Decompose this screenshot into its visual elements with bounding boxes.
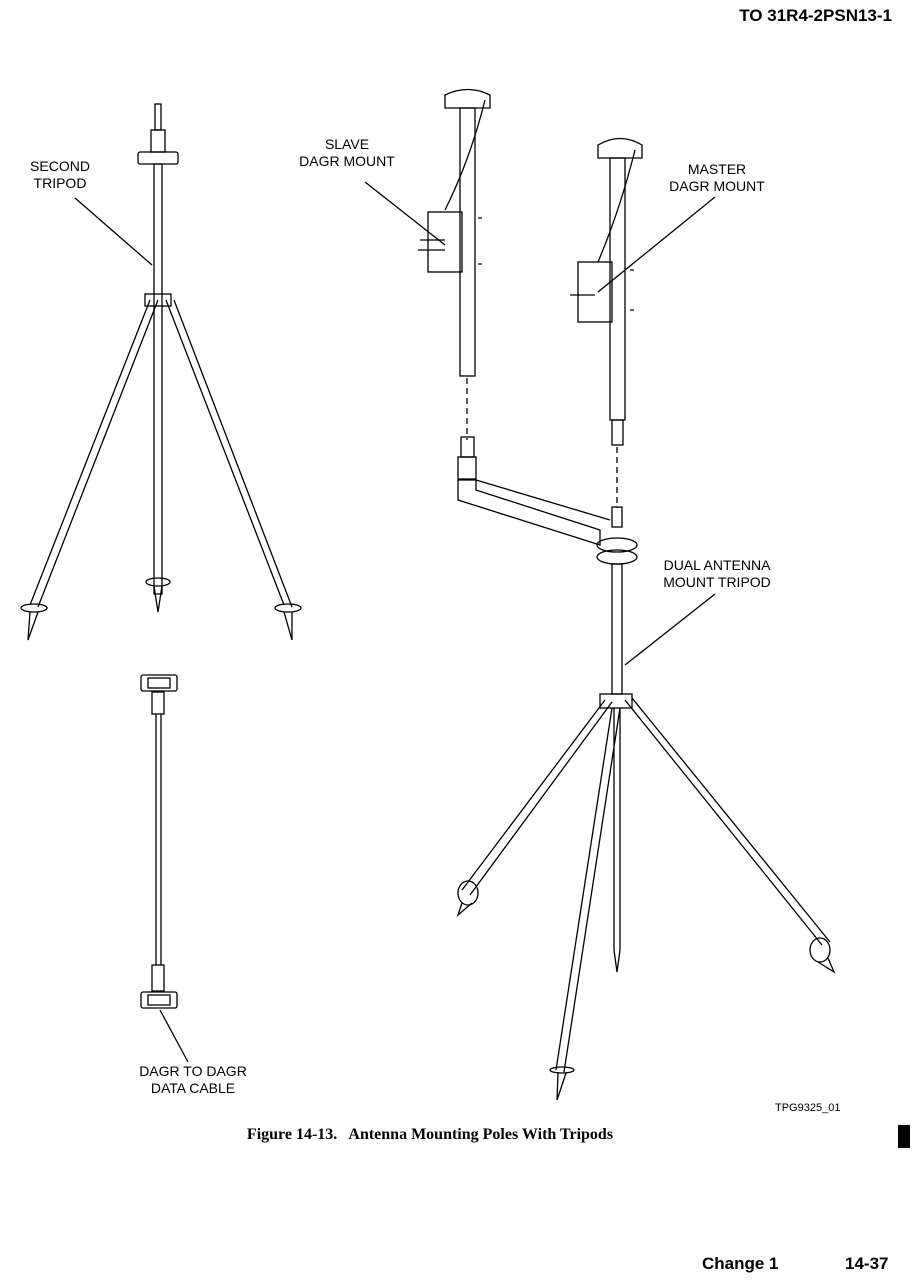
label-line: SECOND <box>30 158 90 174</box>
label-second-tripod: SECOND TRIPOD <box>22 158 98 192</box>
change-number: Change 1 <box>702 1254 779 1273</box>
label-line: MOUNT TRIPOD <box>663 574 771 590</box>
label-line: DAGR MOUNT <box>299 153 395 169</box>
label-line: MASTER <box>687 161 747 177</box>
page-number: 14-37 <box>845 1254 889 1273</box>
label-line: DAGR TO DAGR <box>139 1063 247 1079</box>
label-line: SLAVE <box>324 136 370 152</box>
drawing-code: TPG9325_01 <box>775 1102 841 1114</box>
label-master-dagr-mount: MASTER DAGR MOUNT <box>662 161 772 195</box>
label-line: DUAL ANTENNA <box>663 557 771 573</box>
slave-pole-drawing <box>364 88 491 440</box>
label-slave-dagr-mount: SLAVE DAGR MOUNT <box>292 136 402 170</box>
dual-tripod-drawing <box>456 436 836 1101</box>
label-line: DATA CABLE <box>150 1080 236 1096</box>
second-tripod-drawing <box>20 103 302 641</box>
label-dagr-data-cable: DAGR TO DAGR DATA CABLE <box>130 1063 256 1097</box>
label-line: TRIPOD <box>33 175 87 191</box>
label-line: DAGR MOUNT <box>669 178 765 194</box>
master-pole-drawing <box>570 137 716 508</box>
change-bar <box>898 1125 910 1148</box>
document-number: TO 31R4-2PSN13-1 <box>739 6 892 25</box>
data-cable-drawing <box>140 674 189 1063</box>
figure-caption: Figure 14-13. Antenna Mounting Poles Wit… <box>246 1126 614 1143</box>
label-dual-antenna-mount-tripod: DUAL ANTENNA MOUNT TRIPOD <box>654 557 780 591</box>
